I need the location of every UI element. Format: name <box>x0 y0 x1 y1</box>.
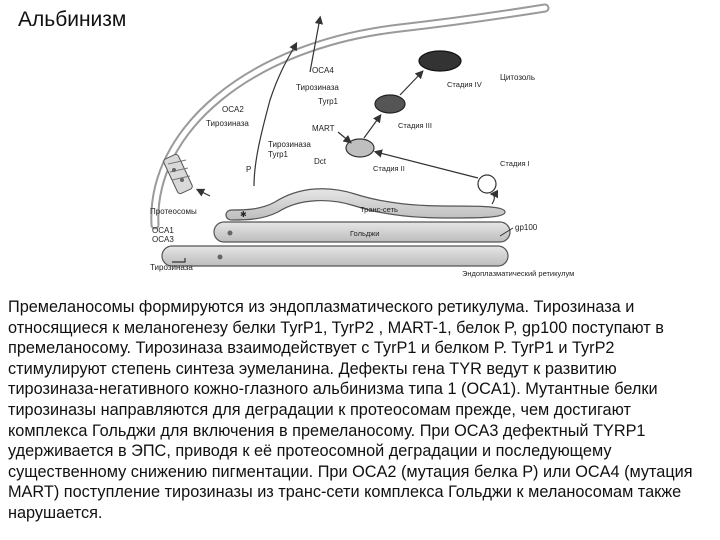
label-p: P <box>246 165 251 174</box>
arrow-to-cell-surface <box>309 15 324 73</box>
label-tyrp1-a: Tyrp1 <box>318 97 339 106</box>
label-proteasomes: Протеосомы <box>150 207 197 216</box>
melanosome-pathway-diagram: ✱ Цитозоль Стадия IV Стадия III Стадия I… <box>150 3 574 278</box>
label-tyrosinase-c: Тирозиназа <box>268 140 311 149</box>
arrow-to-proteasome <box>195 188 211 197</box>
label-stage3: Стадия III <box>398 121 432 130</box>
label-gp100: gp100 <box>515 223 538 232</box>
arrow-stage1-to-stage2 <box>373 149 479 179</box>
star-marker: ✱ <box>240 210 247 219</box>
stage2-melanosome <box>345 138 375 158</box>
er-membrane <box>161 245 509 267</box>
label-stage1: Стадия I <box>500 159 530 168</box>
label-oca2: OCA2 <box>222 105 244 114</box>
label-cytosol: Цитозоль <box>500 73 535 82</box>
label-stage4: Стадия IV <box>447 80 482 89</box>
label-er: Эндоплазматический ретикулум <box>462 269 574 278</box>
stage3-melanosome <box>374 94 406 114</box>
arrow-to-membrane <box>253 41 298 187</box>
label-stage2: Стадия II <box>373 164 405 173</box>
label-mart: MART <box>312 124 335 133</box>
slide-title: Альбинизм <box>18 8 127 31</box>
golgi-membrane <box>213 221 511 243</box>
label-tyrosinase-a: Тирозиназа <box>296 83 339 92</box>
trans-golgi-network <box>225 188 506 221</box>
label-transgolgi: Транс-сеть <box>360 205 398 214</box>
proteasome-icon <box>163 153 193 195</box>
gp100-pointer <box>499 227 514 237</box>
label-oca1: OCA1 <box>152 226 174 235</box>
label-tyrp1-b: Tyrp1 <box>268 150 289 159</box>
arrow-er-to-stage1 <box>489 189 499 205</box>
label-oca4: OCA4 <box>312 66 334 75</box>
description-paragraph: Премеланосомы формируются из эндоплазмат… <box>8 298 693 522</box>
arrow-stage2-to-stage3 <box>363 114 382 139</box>
label-dct: Dct <box>314 157 327 166</box>
label-golgi: Гольджи <box>350 229 379 238</box>
stage1-melanosome <box>477 174 497 194</box>
stage4-melanosome <box>418 50 462 72</box>
label-tyrosinase-b: Тирозиназа <box>206 119 249 128</box>
tyrosinase-pointer <box>172 258 186 263</box>
label-oca3: OCA3 <box>152 235 174 244</box>
arrow-stage3-to-stage4 <box>399 70 424 96</box>
label-tyrosinase-er: Тирозиназа <box>150 263 193 272</box>
arrow-mart-to-stage2 <box>337 131 352 144</box>
